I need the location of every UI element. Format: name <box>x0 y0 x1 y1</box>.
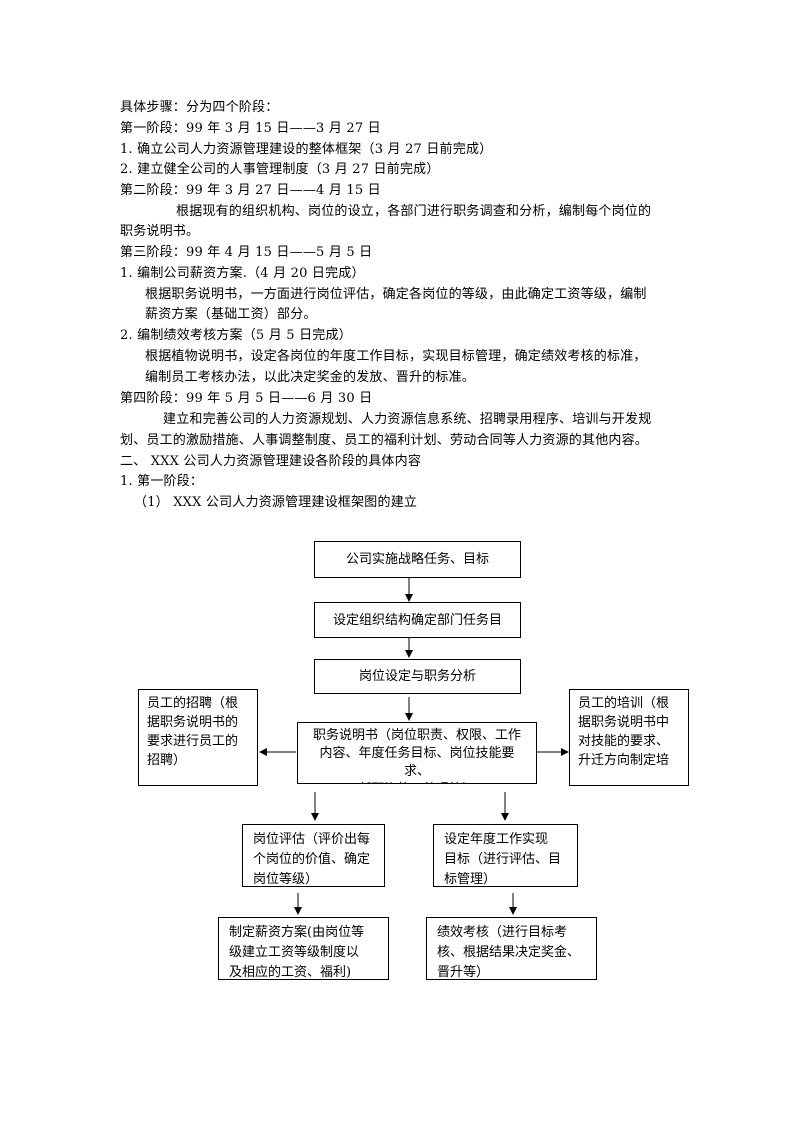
stage-3-item-2: 2. 编制绩效考核方案（5 月 5 日完成） <box>120 328 352 343</box>
flow-box-annual-targets: 设定年度工作实现 目标（进行评估、目 标管理） <box>433 824 578 887</box>
stage-3-item-2-desc-1: 根据植物说明书，设定各岗位的年度工作目标，实现目标管理，确定绩效考核的标准， <box>145 349 647 364</box>
stage-1-heading: 第一阶段：99 年 3 月 15 日——3 月 27 日 <box>120 121 381 136</box>
stage-4-para-line-2: 划、员工的激励措施、人事调整制度、员工的福利计划、劳动合同等人力资源的其他内容。 <box>120 433 649 448</box>
flow-box-position-design: 岗位设定与职务分析 <box>314 659 521 694</box>
stage-3-heading: 第三阶段：99 年 4 月 15 日——5 月 5 日 <box>120 245 373 260</box>
flow-box-recruitment: 员工的招聘（根 据职务说明书的 要求进行员工的 招聘） <box>138 689 258 786</box>
flow-box-strategy: 公司实施战略任务、目标 <box>314 541 521 578</box>
stage-4-para-line-1: 建立和完善公司的人力资源规划、人力资源信息系统、招聘录用程序、培训与开发规 <box>163 412 652 427</box>
section-2-heading: 二、 XXX 公司人力资源管理建设各阶段的具体内容 <box>120 454 422 469</box>
section-2-item-1: 1. 第一阶段： <box>120 474 204 489</box>
stage-3-item-1-desc-2: 薪资方案（基础工资）部分。 <box>145 307 317 322</box>
stage-2-para-line-2: 职务说明书。 <box>120 224 200 239</box>
flow-box-performance: 绩效考核（进行目标考 核、根据结果决定奖金、 晋升等） <box>426 917 597 980</box>
stage-3-item-1: 1. 编制公司薪资方案.（4 月 20 日完成） <box>120 266 365 281</box>
flow-box-job-evaluation: 岗位评估（评价出每 个岗位的价值、确定 岗位等级） <box>242 824 385 887</box>
flow-box-org-structure: 设定组织结构确定部门任务目 <box>314 602 521 638</box>
stage-1-item-1: 1. 确立公司人力资源管理建设的整体框架（3 月 27 日前完成） <box>120 142 493 157</box>
stage-3-item-2-desc-2: 编制员工考核办法，以此决定奖金的发放、晋升的标准。 <box>145 370 476 385</box>
stage-3-item-1-desc-1: 根据职务说明书，一方面进行岗位评估，确定各岗位的等级，由此确定工资等级，编制 <box>145 287 647 302</box>
stage-2-heading: 第二阶段：99 年 3 月 27 日——4 月 15 日 <box>120 183 381 198</box>
stage-1-item-2: 2. 建立健全公司的人事管理制度（3 月 27 日前完成） <box>120 162 440 177</box>
steps-intro: 具体步骤：分为四个阶段： <box>120 100 279 115</box>
stage-4-heading: 第四阶段：99 年 5 月 5 日——6 月 30 日 <box>120 391 373 406</box>
flow-box-salary-plan: 制定薪资方案(由岗位等 级建立工资等级制度以 及相应的工资、福利) <box>218 917 389 980</box>
flow-box-job-description: 职务说明书（岗位职责、权限、工作 内容、年度任务目标、岗位技能要求、 任职资格、… <box>297 722 537 784</box>
flow-box-training: 员工的培训（根 据职务说明书中 对技能的要求、 升迁方向制定培 <box>569 689 689 786</box>
section-2-subitem-1: （1） XXX 公司人力资源管理建设框架图的建立 <box>134 495 418 510</box>
stage-2-para-line-1: 根据现有的组织机构、岗位的设立，各部门进行职务调查和分析，编制每个岗位的 <box>176 204 652 219</box>
